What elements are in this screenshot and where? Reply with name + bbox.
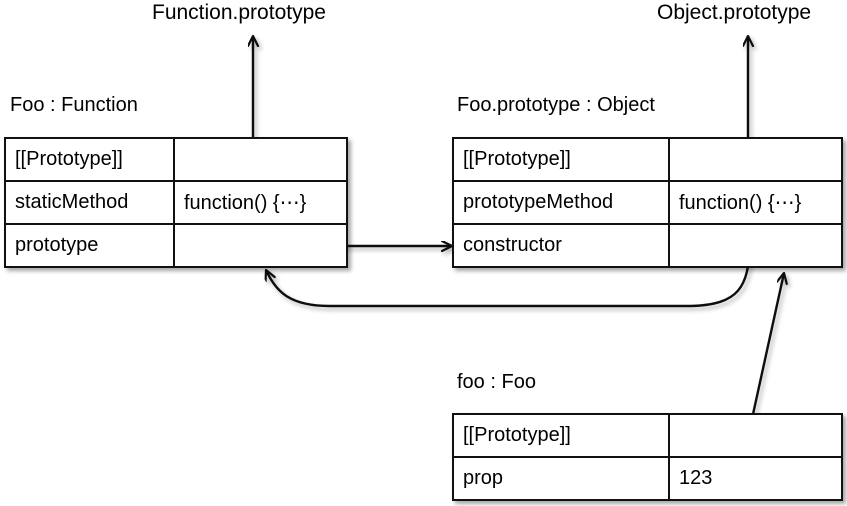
property-value: 123 — [679, 467, 713, 489]
object-box-foo-function: [[Prototype]] staticMethod function() {⋯… — [4, 137, 348, 268]
object-title-foo-function: Foo : Function — [10, 94, 138, 116]
table-row: prototypeMethod function() {⋯} — [454, 182, 841, 225]
table-row: [[Prototype]] — [454, 139, 841, 182]
table-row: constructor — [454, 225, 841, 266]
property-value-reference — [670, 139, 841, 180]
object-box-foo-instance: [[Prototype]] prop 123 — [452, 413, 843, 501]
property-name: [[Prototype]] — [6, 139, 175, 180]
property-value-reference — [670, 415, 841, 456]
property-name: constructor — [454, 225, 670, 266]
table-row: prototype — [6, 225, 346, 266]
table-row: [[Prototype]] — [6, 139, 346, 182]
object-box-foo-prototype: [[Prototype]] prototypeMethod function()… — [452, 137, 843, 268]
label-object-prototype: Object.prototype — [657, 1, 812, 24]
property-name: [[Prototype]] — [454, 415, 670, 456]
label-function-prototype: Function.prototype — [152, 1, 326, 24]
property-value: function() {⋯} — [184, 192, 307, 214]
property-name: [[Prototype]] — [454, 139, 670, 180]
object-title-foo-prototype: Foo.prototype : Object — [457, 94, 655, 116]
table-row: staticMethod function() {⋯} — [6, 182, 346, 225]
table-row: prop 123 — [454, 458, 841, 499]
property-name: prop — [454, 458, 670, 499]
property-name: prototypeMethod — [454, 182, 670, 223]
property-value: function() {⋯} — [679, 192, 802, 214]
property-name: staticMethod — [6, 182, 175, 223]
table-row: [[Prototype]] — [454, 415, 841, 458]
property-value-reference — [175, 225, 346, 266]
property-name: prototype — [6, 225, 175, 266]
property-value-reference — [175, 139, 346, 180]
property-value-reference — [670, 225, 841, 266]
object-title-foo-instance: foo : Foo — [457, 371, 536, 393]
